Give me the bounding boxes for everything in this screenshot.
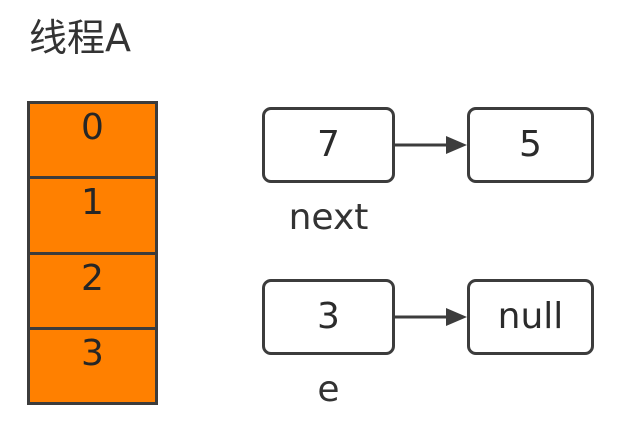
page-title: 线程A xyxy=(29,16,131,60)
array-cell-1: 1 xyxy=(30,179,155,255)
array-cell-label: 1 xyxy=(81,182,104,224)
node-value: null xyxy=(497,296,564,337)
arrow-right-icon-row1 xyxy=(395,136,467,154)
node-value: 5 xyxy=(519,124,542,165)
node-box-row2-to: null xyxy=(467,279,594,355)
array-cell-2: 2 xyxy=(30,254,155,330)
arrow-right-icon-row2 xyxy=(395,308,467,326)
array-cell-label: 2 xyxy=(81,257,104,299)
pointer-label-next: next xyxy=(288,197,369,238)
array-cell-0: 0 xyxy=(30,104,155,180)
pointer-label-e: e xyxy=(317,369,340,410)
thread-a-array-table: 0 1 2 3 xyxy=(27,101,158,405)
node-box-row1-to: 5 xyxy=(467,107,594,183)
node-box-row2-from: 3 xyxy=(262,279,395,355)
node-value: 3 xyxy=(317,296,340,337)
array-cell-label: 3 xyxy=(81,332,104,374)
array-cell-3: 3 xyxy=(30,329,155,402)
array-cell-label: 0 xyxy=(81,107,104,148)
node-box-row1-from: 7 xyxy=(262,107,395,183)
node-value: 7 xyxy=(317,124,340,165)
